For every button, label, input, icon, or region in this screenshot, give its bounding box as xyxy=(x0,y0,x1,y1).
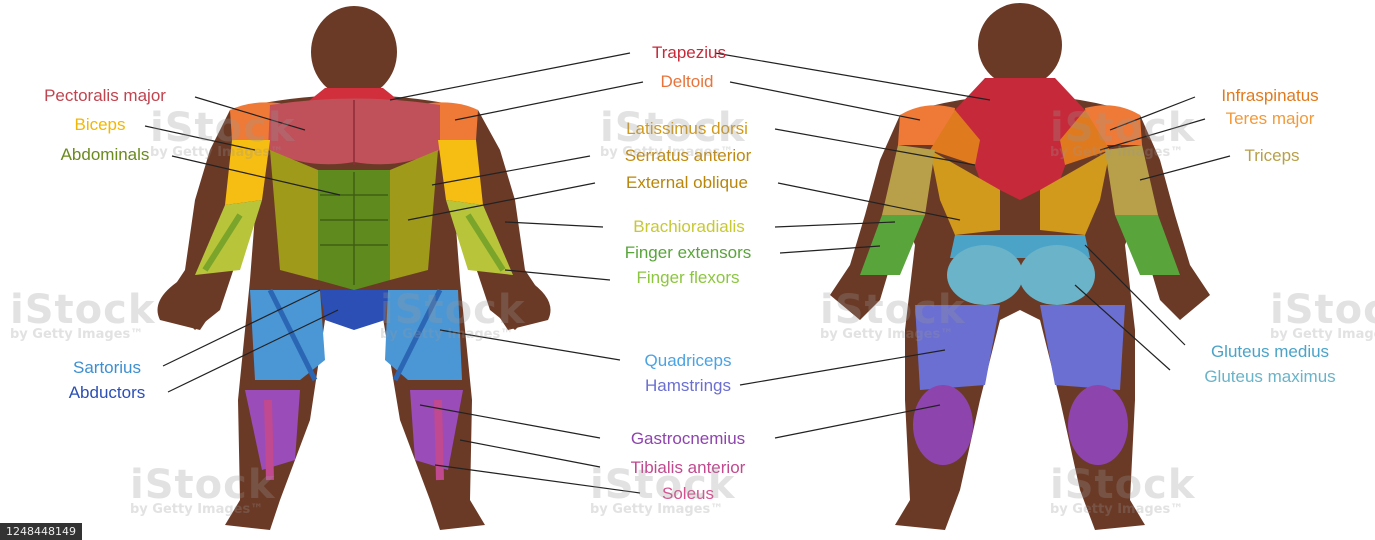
image-id-badge: 1248448149 xyxy=(0,523,82,540)
front-quadriceps-right xyxy=(385,290,462,380)
label-triceps: Triceps xyxy=(1244,146,1299,165)
front-figure xyxy=(158,6,551,530)
label-gluteus-maximus: Gluteus maximus xyxy=(1204,367,1335,386)
label-teres-major: Teres major xyxy=(1226,109,1315,128)
label-latissimus-dorsi: Latissimus dorsi xyxy=(626,119,748,138)
back-gluteus-maximus-right xyxy=(1019,245,1095,305)
label-hamstrings: Hamstrings xyxy=(645,376,731,395)
label-serratus-anterior: Serratus anterior xyxy=(625,146,752,165)
label-sartorius: Sartorius xyxy=(73,358,141,377)
back-gastrocnemius-right xyxy=(1068,385,1128,465)
label-pectoralis-major: Pectoralis major xyxy=(44,86,166,105)
label-deltoid: Deltoid xyxy=(661,72,714,91)
label-abdominals: Abdominals xyxy=(61,145,150,164)
label-quadriceps: Quadriceps xyxy=(645,351,732,370)
label-biceps: Biceps xyxy=(74,115,125,134)
label-abductors: Abductors xyxy=(69,383,146,402)
back-gastrocnemius-left xyxy=(913,385,973,465)
label-infraspinatus: Infraspinatus xyxy=(1221,86,1318,105)
label-finger-extensors: Finger extensors xyxy=(625,243,752,262)
label-finger-flexors: Finger flexors xyxy=(637,268,740,287)
label-gastrocnemius: Gastrocnemius xyxy=(631,429,745,448)
label-brachioradialis: Brachioradialis xyxy=(633,217,745,236)
label-gluteus-medius: Gluteus medius xyxy=(1211,342,1329,361)
label-tibialis-anterior: Tibialis anterior xyxy=(631,458,746,477)
front-abductors xyxy=(320,290,388,330)
label-soleus: Soleus xyxy=(662,484,714,503)
label-external-oblique: External oblique xyxy=(626,173,748,192)
back-hamstrings-left xyxy=(915,305,1000,390)
back-gluteus-maximus-left xyxy=(947,245,1023,305)
label-trapezius: Trapezius xyxy=(652,43,726,62)
